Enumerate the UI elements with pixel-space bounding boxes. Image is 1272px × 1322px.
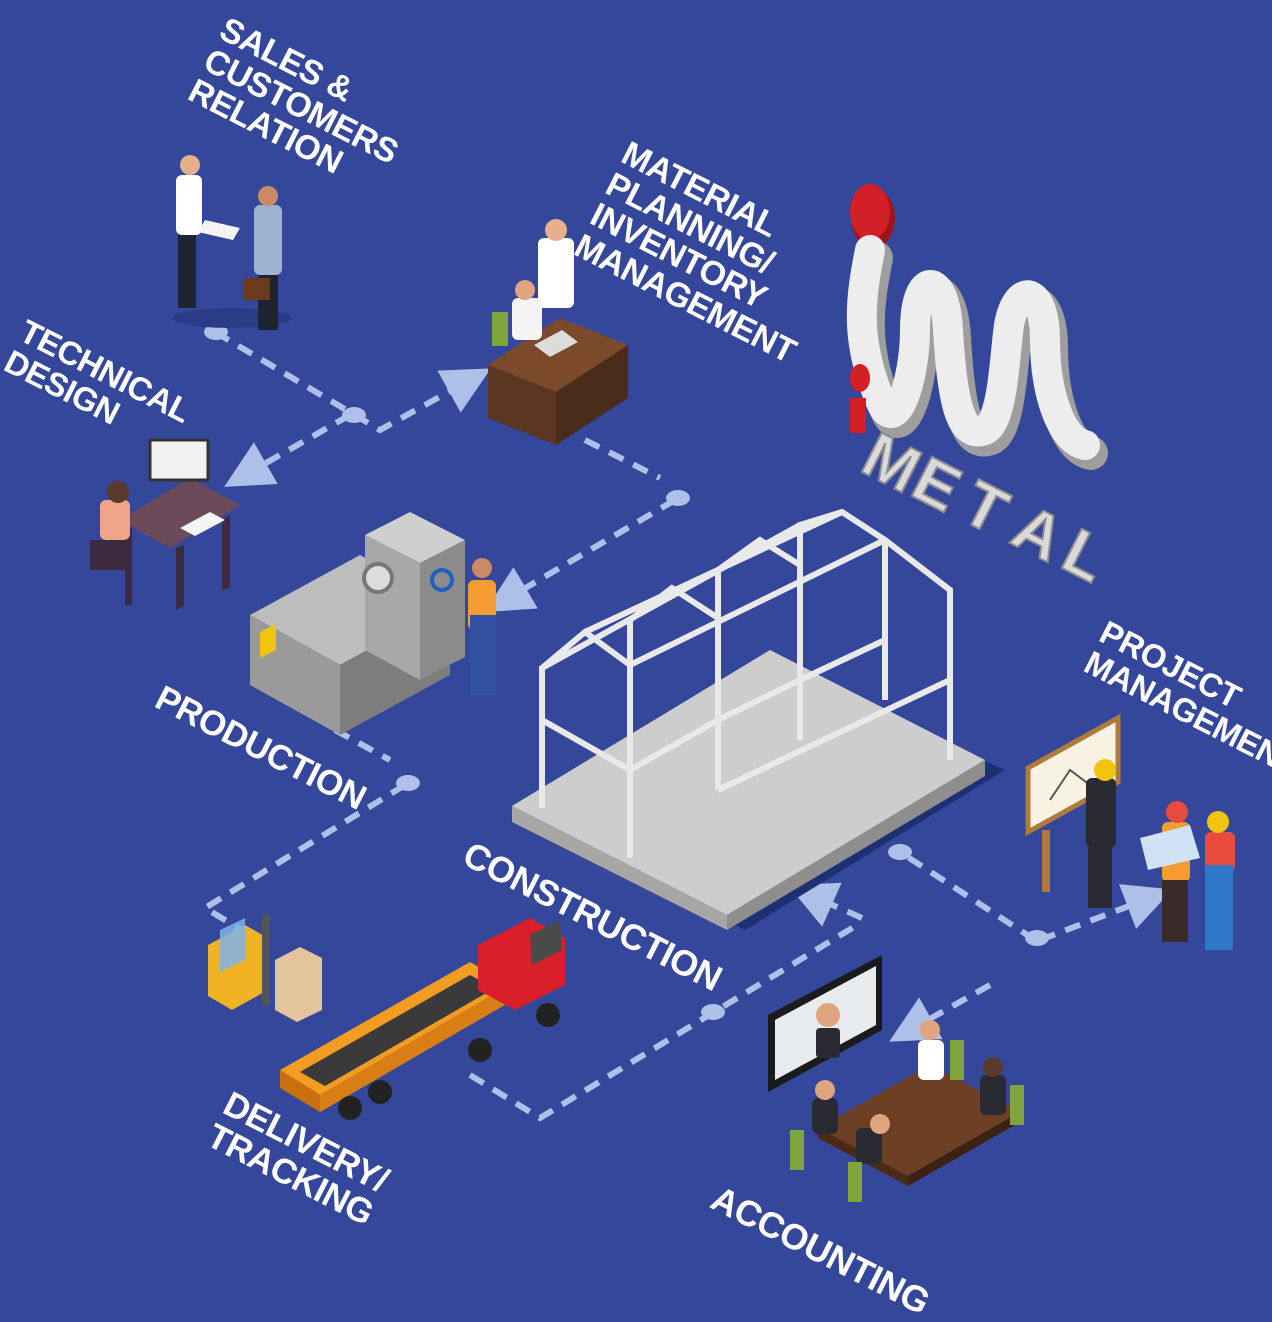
connector-to-production [484,497,677,613]
node [204,324,228,340]
connector-production-to-hub [333,727,392,763]
sales-illustration [172,155,292,330]
connector-to-technical [224,412,352,487]
connector-accounting-to-construction [788,882,864,927]
production-illustration [250,512,496,735]
connector-hub-to-project [1038,884,1173,943]
project-management-illustration [1025,713,1235,950]
logo-i-wave-face [846,235,1100,460]
technical-design-illustration [90,438,240,610]
connector-nodes [204,324,1049,1020]
node [342,407,366,423]
logo-i-dot [850,184,895,248]
node [1025,930,1049,946]
connector-to-accounting [889,982,992,1042]
construction-illustration [510,508,1005,930]
delivery-illustration [208,915,565,1120]
connector-material-to-construction [583,437,662,481]
material-planning-illustration [488,219,628,445]
connector-hub-to-delivery [199,782,407,941]
node [396,775,420,791]
node [888,844,912,860]
node [701,1004,725,1020]
accounting-illustration [768,955,1024,1202]
connector-project-to-construction [898,849,1037,943]
connector-delivery-to-accounting [468,919,864,1122]
logo-small-i [850,364,870,433]
node [666,490,690,506]
connector-sales-to-material [213,329,491,434]
